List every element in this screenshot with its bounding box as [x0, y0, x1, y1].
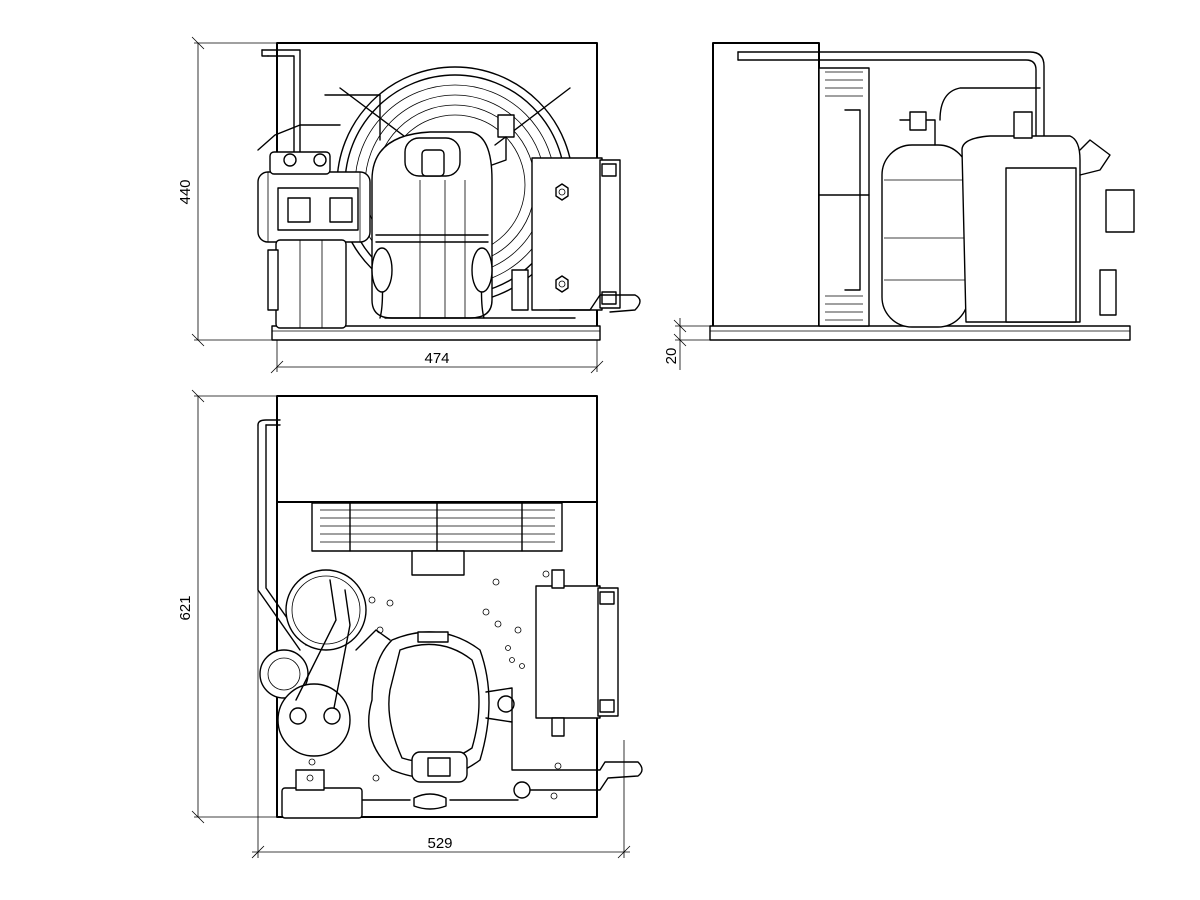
- base-plate: [271, 325, 601, 341]
- side-compressor: [961, 111, 1135, 323]
- filter-drier: [267, 239, 347, 329]
- dimension-front-height: 440: [177, 36, 277, 347]
- label-top-depth: 621: [177, 595, 194, 620]
- dimension-top-depth: 621: [177, 389, 282, 824]
- top-compressor: [368, 631, 515, 783]
- label-front-height: 440: [177, 179, 194, 204]
- compressor: [371, 131, 493, 319]
- side-housing: [712, 42, 820, 329]
- side-base-plate: [709, 325, 1131, 341]
- discharge-pipe: [261, 49, 301, 161]
- label-side-base-height: 20: [663, 348, 680, 365]
- service-valve-top: [497, 114, 515, 138]
- dimension-top-width: 529: [251, 425, 631, 859]
- service-valve-bottom: [511, 269, 529, 311]
- top-view: [257, 395, 643, 819]
- liquid-receiver: [257, 124, 371, 243]
- label-top-width: 529: [427, 835, 452, 852]
- dimension-front-width: 474: [270, 340, 604, 374]
- front-view: [257, 42, 641, 341]
- side-view: [709, 42, 1135, 341]
- suction-line: [559, 294, 641, 313]
- top-controller: [281, 769, 363, 819]
- side-top-pipe: [737, 51, 1045, 151]
- mounting-holes: [308, 570, 564, 800]
- top-electrical-box: [535, 569, 619, 737]
- dimension-side-base: 20: [663, 318, 710, 370]
- top-suction-pipe: [511, 721, 643, 791]
- label-front-width: 474: [424, 350, 449, 367]
- fan-side: [818, 67, 870, 327]
- top-valve: [513, 781, 531, 799]
- top-receiver: [259, 569, 391, 757]
- top-fan: [311, 502, 563, 576]
- top-condenser: [276, 395, 598, 503]
- electrical-box: [531, 157, 621, 311]
- side-receiver: [881, 144, 969, 328]
